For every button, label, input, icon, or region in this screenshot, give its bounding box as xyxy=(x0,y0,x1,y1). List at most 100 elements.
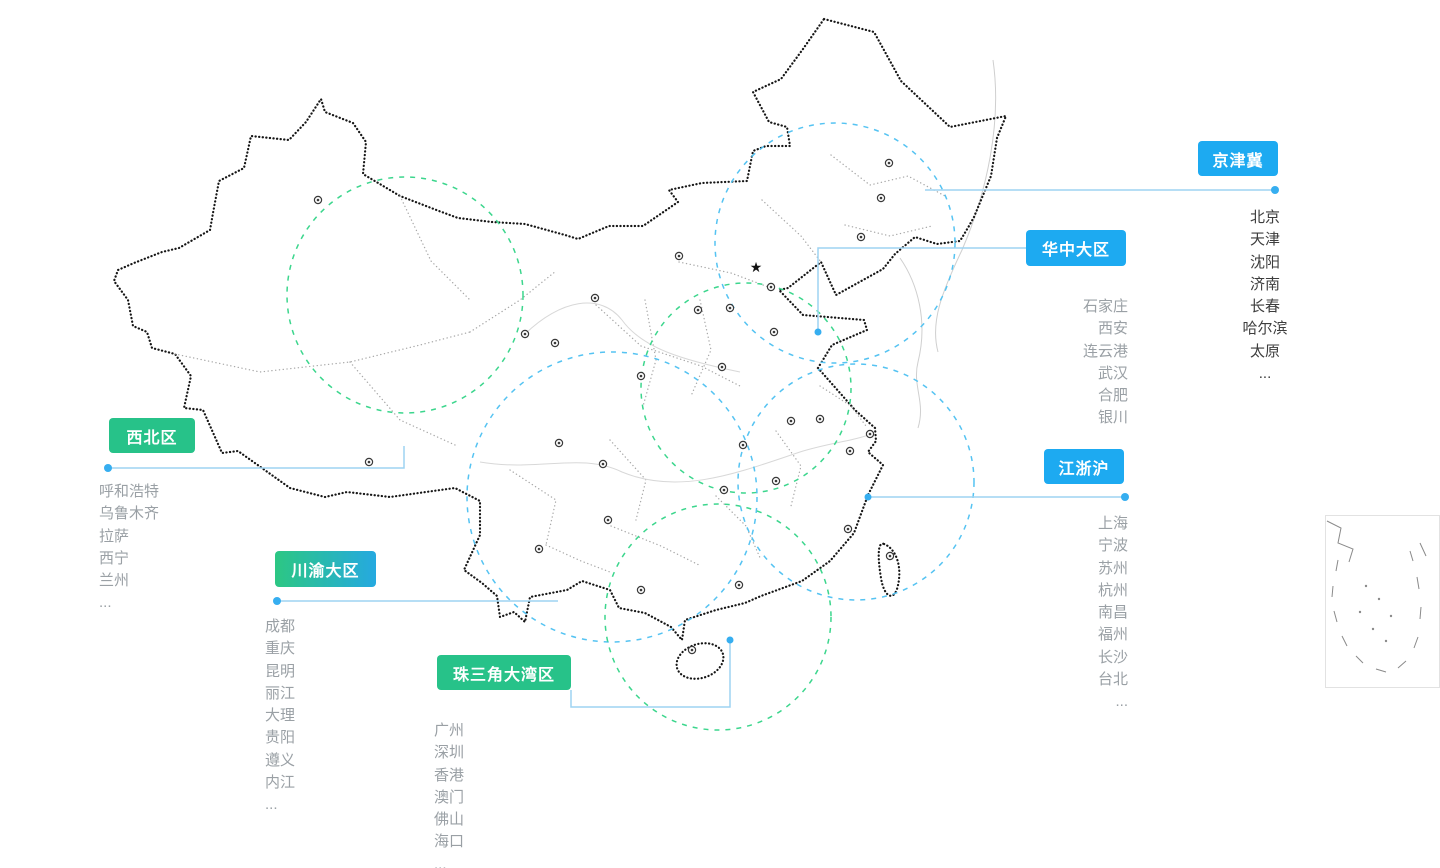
beijing-star-marker: ★ xyxy=(750,259,763,275)
city-item: 海口 xyxy=(434,833,465,851)
city-item: 兰州 xyxy=(99,572,130,590)
capital-marker xyxy=(550,338,560,348)
region-badge-jiangzhehu[interactable]: 江浙沪 xyxy=(1044,449,1124,484)
city-item: 武汉 xyxy=(1097,364,1128,382)
city-item: 杭州 xyxy=(1097,581,1128,599)
city-item: ... xyxy=(1258,365,1272,383)
connector-huazhong xyxy=(817,247,1026,332)
city-item: 北京 xyxy=(1249,209,1280,226)
city-list-huazhong: 石家庄西安连云港武汉合肥银川 xyxy=(1028,296,1128,430)
capital-marker xyxy=(876,193,886,203)
city-item: 上海 xyxy=(1097,515,1128,532)
region-badge-huazhong[interactable]: 华中大区 xyxy=(1026,230,1126,266)
capital-marker xyxy=(719,485,729,495)
city-list-jingjinji: 北京天津沈阳济南长春哈尔滨太原... xyxy=(1205,207,1325,385)
province-borders xyxy=(174,154,946,573)
connector-zhusanjiao xyxy=(570,640,731,708)
city-list-xibei: 呼和浩特乌鲁木齐拉萨西宁兰州... xyxy=(99,481,229,615)
capital-marker xyxy=(674,251,684,261)
region-badge-jingjinji[interactable]: 京津冀 xyxy=(1198,141,1278,176)
capital-marker xyxy=(769,327,779,337)
coverage-circle-huazhong xyxy=(640,282,852,494)
capital-marker xyxy=(687,645,697,655)
city-item: 广州 xyxy=(434,722,465,739)
capital-marker xyxy=(534,544,544,554)
city-item: 沈阳 xyxy=(1249,253,1280,271)
connector-xibei xyxy=(108,446,405,469)
capital-marker xyxy=(636,371,646,381)
capital-marker xyxy=(786,416,796,426)
city-item: ... xyxy=(434,855,447,868)
city-item: ... xyxy=(99,594,112,612)
city-item: 银川 xyxy=(1097,409,1128,427)
city-item: 合肥 xyxy=(1097,387,1128,405)
city-item: 遵义 xyxy=(265,751,296,769)
city-list-jiangzhehu: 上海宁波苏州杭州南昌福州长沙台北... xyxy=(1028,513,1128,714)
city-item: 济南 xyxy=(1249,275,1280,293)
city-item: 天津 xyxy=(1249,231,1280,249)
foreign-coastline xyxy=(899,59,997,429)
taiwan-island xyxy=(877,542,901,597)
city-item: 贵阳 xyxy=(265,729,296,747)
coverage-circle-jiangzhehu xyxy=(737,363,975,601)
capital-marker xyxy=(520,329,530,339)
city-item: ... xyxy=(265,796,278,814)
city-item: 太原 xyxy=(1249,342,1280,360)
capital-marker xyxy=(738,440,748,450)
capital-marker xyxy=(771,476,781,486)
city-item: 哈尔滨 xyxy=(1242,320,1288,338)
region-connectors xyxy=(104,186,1279,708)
city-item: 宁波 xyxy=(1097,537,1128,555)
city-item: 南昌 xyxy=(1097,604,1128,622)
capital-marker xyxy=(885,551,895,561)
city-item: 长春 xyxy=(1249,298,1280,316)
city-item: 佛山 xyxy=(434,811,465,829)
city-item: 长沙 xyxy=(1097,648,1128,666)
city-item: ... xyxy=(1115,693,1128,711)
region-badge-xibei[interactable]: 西北区 xyxy=(109,418,195,453)
capital-marker xyxy=(364,457,374,467)
city-list-zhusanjiao: 广州深圳香港澳门佛山海口... xyxy=(434,720,554,868)
capital-marker xyxy=(815,414,825,424)
capital-marker xyxy=(590,293,600,303)
city-item: 连云港 xyxy=(1082,342,1128,360)
city-item: 深圳 xyxy=(434,744,465,762)
city-item: 西安 xyxy=(1097,320,1128,338)
city-item: 香港 xyxy=(434,766,465,784)
coverage-circle-zhusanjiao xyxy=(604,503,832,731)
coverage-circle-chuanyu xyxy=(466,351,758,643)
city-item: 内江 xyxy=(265,774,296,792)
capital-marker xyxy=(554,438,564,448)
capital-marker xyxy=(313,195,323,205)
city-item: 拉萨 xyxy=(99,527,130,545)
city-item: 西宁 xyxy=(99,549,130,567)
hainan-island xyxy=(675,642,725,680)
capital-marker xyxy=(636,585,646,595)
region-badge-chuanyu[interactable]: 川渝大区 xyxy=(275,551,376,587)
capital-marker xyxy=(845,446,855,456)
capital-marker xyxy=(603,515,613,525)
capital-marker xyxy=(884,158,894,168)
city-item: 昆明 xyxy=(265,662,296,680)
city-item: 澳门 xyxy=(434,788,465,806)
capital-marker xyxy=(717,362,727,372)
city-list-chuanyu: 成都重庆昆明丽江大理贵阳遵义内江... xyxy=(265,616,365,817)
capital-marker xyxy=(725,303,735,313)
coverage-circle-xibei xyxy=(286,176,524,414)
capital-marker xyxy=(693,305,703,315)
city-item: 台北 xyxy=(1097,671,1128,689)
capital-marker xyxy=(598,459,608,469)
region-badge-zhusanjiao[interactable]: 珠三角大湾区 xyxy=(437,655,571,690)
capital-marker xyxy=(734,580,744,590)
city-item: 呼和浩特 xyxy=(99,483,160,500)
city-item: 乌鲁木齐 xyxy=(99,505,160,523)
capital-marker xyxy=(843,524,853,534)
city-item: 丽江 xyxy=(265,684,296,702)
city-item: 石家庄 xyxy=(1082,298,1128,315)
city-item: 大理 xyxy=(265,707,296,725)
capital-marker xyxy=(865,429,875,439)
capital-markers: ★ xyxy=(313,158,895,655)
coverage-circles xyxy=(286,122,975,731)
